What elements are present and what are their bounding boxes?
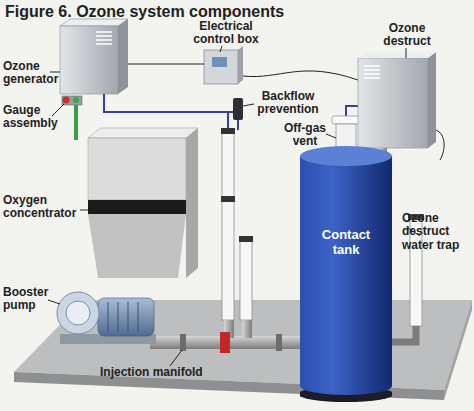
generator-side xyxy=(118,19,128,94)
leader-line xyxy=(50,72,60,73)
destruct-front xyxy=(358,58,428,148)
callout-label: Electrical control box xyxy=(190,20,262,47)
concentrator-top xyxy=(88,128,198,138)
control-box xyxy=(204,50,238,84)
generator-front xyxy=(60,26,118,94)
gauge-fitting xyxy=(73,97,79,103)
tube-cap xyxy=(221,196,235,202)
pipe-joint xyxy=(180,334,186,351)
backflow-valve xyxy=(233,98,243,120)
motor-fin xyxy=(108,302,109,332)
leader-line xyxy=(170,350,182,366)
leader-line xyxy=(52,104,64,116)
motor-fin xyxy=(118,302,119,332)
callout-label: Ozone destruct water trap xyxy=(402,212,474,252)
leader-line xyxy=(220,46,222,52)
vent-slot xyxy=(364,77,380,79)
leader-line xyxy=(48,300,60,304)
clear-tube xyxy=(240,240,252,320)
contact-tank: Contact tank xyxy=(300,146,392,402)
pipe xyxy=(242,320,252,338)
manifold-valve xyxy=(220,332,230,353)
callout-label: Injection manifold xyxy=(100,366,240,379)
callout-label: Oxygen concentrator xyxy=(3,194,89,221)
control-panel xyxy=(212,57,227,67)
callout-label: Booster pump xyxy=(3,286,57,313)
motor-fin xyxy=(138,302,139,332)
tank-body xyxy=(300,156,392,386)
motor-fin xyxy=(128,302,129,332)
vent-slot xyxy=(364,69,380,71)
cable xyxy=(128,64,204,65)
callout-label: Off-gas vent xyxy=(282,122,328,149)
concentrator-side xyxy=(186,128,198,278)
gas-tube xyxy=(104,94,238,130)
leader-line xyxy=(80,210,90,211)
destruct-top xyxy=(358,52,436,58)
vent-slot xyxy=(96,39,112,41)
clear-tube xyxy=(222,132,234,320)
cable xyxy=(243,71,358,80)
vent-slot xyxy=(364,65,380,67)
leader-line xyxy=(243,104,254,106)
vent-cap xyxy=(332,116,360,124)
cable xyxy=(436,130,444,160)
vent-slot xyxy=(96,43,112,45)
vent-slot xyxy=(96,31,112,33)
pump-head xyxy=(57,292,99,334)
generator-top xyxy=(60,19,128,26)
concentrator-base xyxy=(88,214,186,278)
destruct-side xyxy=(428,52,436,148)
concentrator-band xyxy=(88,200,186,214)
vent-slot xyxy=(364,73,380,75)
concentrator-front xyxy=(88,138,186,200)
pipe-joint xyxy=(276,334,282,351)
tank-top xyxy=(300,146,392,166)
leader-line xyxy=(406,48,407,58)
vent-slot xyxy=(96,35,112,37)
tank-cylinder xyxy=(300,146,392,402)
node-text: Contact tank xyxy=(316,228,376,258)
callout-label: Ozone destruct xyxy=(378,22,436,49)
gauge-block xyxy=(62,96,82,105)
tube-cap xyxy=(239,236,253,242)
oxygen-tube xyxy=(74,105,78,140)
callout-label: Ozone generator xyxy=(3,60,67,87)
callout-label: Backflow prevention xyxy=(252,90,324,117)
gas-tube xyxy=(227,112,229,130)
control-box-side xyxy=(238,46,243,84)
tube-cap xyxy=(221,128,235,134)
tank-bottom xyxy=(300,377,392,395)
callout-label: Gauge assembly xyxy=(3,104,67,131)
pump-strainer xyxy=(66,301,90,325)
leader-line xyxy=(326,134,336,138)
figure-title: Figure 6. Ozone system components xyxy=(5,3,284,21)
platform-side xyxy=(444,300,472,400)
gauge-knob xyxy=(63,97,70,104)
pump-motor xyxy=(98,298,154,336)
